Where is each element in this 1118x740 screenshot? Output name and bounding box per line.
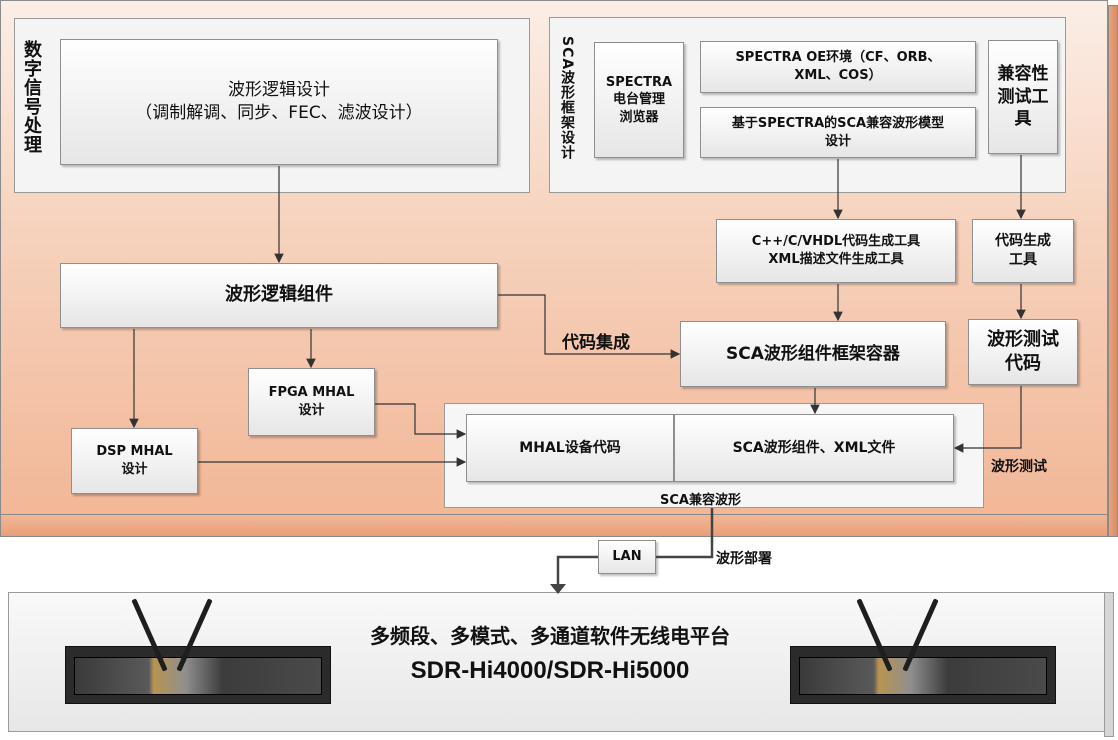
lan-label: LAN xyxy=(612,549,642,565)
sca-model-line2: 设计 xyxy=(824,133,851,149)
sca-compat-waveform-label: SCA兼容波形 xyxy=(660,493,741,508)
fpga-mhal-line2: 设计 xyxy=(298,403,325,418)
platform-model: SDR-Hi4000/SDR-Hi5000 xyxy=(410,657,690,684)
hardware-platform-side xyxy=(1104,592,1114,737)
arrow-testcode-to-xml xyxy=(953,386,1022,453)
radio-device-left xyxy=(65,646,331,704)
wave-logic-component-box[interactable]: 波形逻辑组件 xyxy=(60,263,498,328)
codegen-tools-box[interactable]: C++/C/VHDL代码生成工具 XML描述文件生成工具 xyxy=(716,219,956,283)
arrow-fpga-to-mhal xyxy=(375,403,467,439)
lan-cable xyxy=(556,508,714,586)
software-platform-front-edge xyxy=(0,515,1108,537)
radio-front-panel-left xyxy=(74,657,322,695)
sca-container-box[interactable]: SCA波形组件框架容器 xyxy=(680,321,946,387)
lan-arrow-head xyxy=(550,584,566,594)
codegen-tool-box[interactable]: 代码生成 工具 xyxy=(972,219,1074,283)
lan-box[interactable]: LAN xyxy=(598,540,656,574)
wave-test-code-line2: 代码 xyxy=(1005,353,1041,374)
sca-components-xml-label: SCA波形组件、XML文件 xyxy=(732,439,896,456)
codegen-tool-line2: 工具 xyxy=(1009,252,1037,268)
fpga-mhal-box[interactable]: FPGA MHAL 设计 xyxy=(248,368,375,436)
wave-logic-design-title: 波形逻辑设计 xyxy=(227,80,330,101)
spectra-browser-line2: 电台管理 xyxy=(612,92,665,108)
spectra-browser-line1: SPECTRA xyxy=(605,74,673,90)
spectra-browser-box[interactable]: SPECTRA 电台管理 浏览器 xyxy=(594,42,684,158)
sca-model-design-box[interactable]: 基于SPECTRA的SCA兼容波形模型 设计 xyxy=(700,107,976,158)
sca-components-xml-box[interactable]: SCA波形组件、XML文件 xyxy=(674,414,954,482)
sca-container-label: SCA波形组件框架容器 xyxy=(726,343,900,364)
dsp-mhal-box[interactable]: DSP MHAL 设计 xyxy=(71,428,198,494)
codegen-tools-line2: XML描述文件生成工具 xyxy=(768,252,904,267)
codegen-tools-line1: C++/C/VHDL代码生成工具 xyxy=(751,234,921,250)
dsp-panel-label: 数字信号处理 xyxy=(21,40,42,154)
compat-test-tool-label: 兼容性测试工具 xyxy=(997,63,1049,130)
sca-model-line1: 基于SPECTRA的SCA兼容波形模型 xyxy=(731,115,945,131)
code-integration-label: 代码集成 xyxy=(562,333,630,353)
wave-test-code-box[interactable]: 波形测试 代码 xyxy=(968,319,1078,385)
compat-test-tool-box[interactable]: 兼容性测试工具 xyxy=(988,40,1058,154)
spectra-oe-box[interactable]: SPECTRA OE环境（CF、ORB、 XML、COS） xyxy=(700,41,976,93)
dsp-mhal-line2: 设计 xyxy=(121,462,148,477)
fpga-mhal-line1: FPGA MHAL xyxy=(268,385,355,401)
wave-test-code-line1: 波形测试 xyxy=(987,328,1059,350)
platform-title: 多频段、多模式、多通道软件无线电平台 xyxy=(370,624,730,648)
wave-logic-component-label: 波形逻辑组件 xyxy=(225,284,333,306)
radio-device-right xyxy=(790,646,1056,704)
radio-front-panel-right xyxy=(799,657,1047,695)
sca-framework-label: SCA波形框架设计 xyxy=(559,36,575,161)
wave-logic-design-detail: （调制解调、同步、FEC、滤波设计） xyxy=(135,103,423,123)
wave-deploy-label: 波形部署 xyxy=(716,551,772,567)
mhal-device-code-label: MHAL设备代码 xyxy=(519,439,621,456)
wave-logic-design-box[interactable]: 波形逻辑设计 （调制解调、同步、FEC、滤波设计） xyxy=(60,39,498,165)
mhal-device-code-box[interactable]: MHAL设备代码 xyxy=(466,414,674,482)
arrow-component-to-container xyxy=(498,294,681,359)
dsp-mhal-line1: DSP MHAL xyxy=(96,444,173,460)
codegen-tool-line1: 代码生成 xyxy=(995,233,1051,250)
platform-title-block: 多频段、多模式、多通道软件无线电平台 SDR-Hi4000/SDR-Hi5000 xyxy=(330,620,770,685)
spectra-oe-line2: XML、COS） xyxy=(794,68,882,83)
spectra-browser-line3: 浏览器 xyxy=(619,109,659,125)
wave-test-label: 波形测试 xyxy=(991,459,1047,475)
spectra-oe-line1: SPECTRA OE环境（CF、ORB、 xyxy=(735,50,941,66)
